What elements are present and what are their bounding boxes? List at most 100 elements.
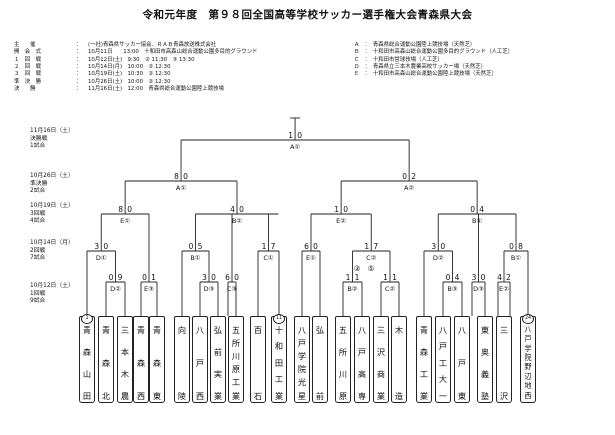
- team-name-char: 辺: [524, 371, 532, 381]
- match-venue-label: A②: [404, 184, 414, 192]
- seed-number: 11: [273, 314, 285, 324]
- team-name-char: 東: [480, 325, 490, 335]
- team-name-char: 学: [524, 343, 532, 353]
- team-name: 弘前: [313, 326, 327, 400]
- schedule-label: 開 会 式: [14, 49, 41, 56]
- team-name: 八戸学院光星: [295, 326, 309, 400]
- team-name-char: 百: [253, 325, 263, 335]
- team-name-char: 業: [231, 390, 241, 401]
- match-score: 9: [118, 273, 123, 282]
- match-score: 3: [94, 242, 99, 251]
- team-name-char: 西: [524, 390, 532, 400]
- match-score: 2: [411, 172, 416, 181]
- team-name-char: 石: [253, 390, 263, 401]
- match-score: 0: [470, 205, 475, 214]
- team-name-char: 専: [357, 390, 367, 401]
- team-name-char: 工: [274, 374, 284, 385]
- match-score: 0: [313, 242, 318, 251]
- team-box: 八戸学院光星: [294, 316, 310, 403]
- team-name-char: 沢: [499, 390, 509, 401]
- match-score: 0: [440, 242, 445, 251]
- match-venue-label: D②: [433, 254, 444, 262]
- team-name-char: 三: [376, 325, 386, 335]
- team-box: 八戸東: [454, 316, 470, 403]
- round-games: 1試合: [30, 143, 46, 150]
- match-venue-label: D②: [110, 285, 121, 293]
- team-name-char: 弘: [315, 325, 325, 335]
- team-name-char: 奥: [480, 346, 490, 357]
- seed-number: 1: [81, 314, 93, 324]
- match-score: 3: [431, 242, 436, 251]
- team-name-char: 陵: [177, 390, 187, 401]
- match-score: 3: [202, 273, 207, 282]
- team-name: 東奥義塾: [478, 326, 492, 400]
- match-score: 1: [334, 205, 339, 214]
- match-venue-label: D①: [96, 254, 107, 262]
- team-name: 八戸高専: [355, 326, 369, 400]
- team-box: 東奥義塾: [477, 316, 493, 403]
- team-box: 三本木農: [117, 316, 133, 403]
- team-name-char: 高: [357, 368, 367, 379]
- match-score: 8: [174, 172, 179, 181]
- team-name-char: 十: [274, 325, 284, 335]
- team-name-char: 西: [195, 390, 205, 401]
- round-games: 9試合: [30, 298, 46, 305]
- match-venue-label: C③: [227, 285, 238, 293]
- team-name-char: 院: [297, 364, 307, 375]
- match-score: 0: [343, 205, 348, 214]
- page-title: 令和元年度 第９８回全国高等学校サッカー選手権大会青森県大会: [142, 9, 473, 21]
- venue-item: Ｅ ： 十和田市高森山総合運動公園陸上競技場（天然芝）: [354, 71, 497, 78]
- team-box: 青森東: [149, 316, 165, 403]
- team-name-char: 星: [297, 390, 307, 401]
- match-venue-label: E②: [499, 285, 509, 293]
- team-name-char: 西: [136, 390, 146, 401]
- match-venue-label: B②: [347, 285, 357, 293]
- match-venue-label: E②: [336, 217, 346, 225]
- team-name-char: 光: [297, 377, 307, 388]
- team-name: 十和田工業: [272, 326, 286, 400]
- team-name-char: 塾: [480, 390, 490, 401]
- team-name-char: 山: [82, 368, 92, 379]
- match-venue-label: B②: [232, 217, 242, 225]
- schedule-detail: 10月11日 13:00 十和田市高森山総合運動公園多目的グラウンド: [88, 49, 258, 56]
- team-name: 三本木農: [118, 326, 132, 400]
- team-name-char: 商: [376, 368, 386, 379]
- team-name: 三沢: [497, 326, 511, 400]
- match-venue-label: B①: [190, 254, 200, 262]
- team-name-char: 八: [195, 325, 205, 335]
- venue-item: Ｂ ： 十和田市高森山総合運動公園多目的グラウンド（人工芝）: [354, 49, 514, 56]
- schedule-detail: 11月16日(土) 12:00 青森県総合運動公園陸上競技場: [88, 85, 224, 92]
- match-venue-label: D③: [473, 285, 484, 293]
- round-round: 準決勝: [30, 180, 48, 187]
- team-name-char: 弘: [213, 325, 223, 335]
- schedule-colon: ：: [76, 49, 82, 56]
- team-name-char: 田: [82, 390, 92, 401]
- round-round: 1回戦: [30, 290, 46, 297]
- round-games: 7試合: [30, 255, 46, 262]
- team-name: 百石: [251, 326, 265, 400]
- team-box: 百石: [250, 316, 266, 403]
- schedule-detail: 10月26日(土) 10:00 ② 12:30: [88, 78, 171, 85]
- team-name-char: 東: [457, 390, 467, 401]
- team-name-char: 青: [152, 325, 162, 335]
- match-score: 1: [151, 273, 156, 282]
- match-score: 0: [103, 242, 108, 251]
- team-name-char: 八: [357, 325, 367, 335]
- match-venue-label: B①: [472, 217, 482, 225]
- schedule-colon: ：: [76, 85, 82, 92]
- match-venue-label: E③: [144, 285, 154, 293]
- team-box: 八戸西: [192, 316, 208, 403]
- team-name-char: 八: [457, 325, 467, 335]
- team-name-char: 義: [480, 368, 490, 379]
- team-name: 五所川原工業: [229, 326, 243, 400]
- match-score: 1: [346, 273, 351, 282]
- match-score: 0: [127, 205, 132, 214]
- schedule-label: ２ 回 戦: [14, 63, 41, 70]
- team-name-char: 沢: [376, 346, 386, 357]
- team-name-char: 業: [376, 390, 386, 401]
- team-name-char: 向: [177, 325, 187, 335]
- team-name-char: 八: [524, 325, 532, 334]
